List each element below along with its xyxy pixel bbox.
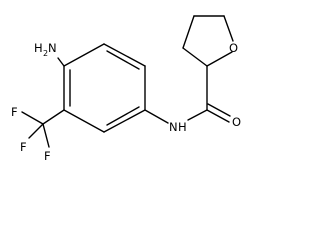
amine-subscript: 2	[43, 49, 48, 58]
fluorine-3: F	[44, 149, 51, 163]
carbonyl-oxygen: O	[232, 115, 241, 129]
tetrahydrofuran-ring	[182, 15, 234, 67]
fluorine-1: F	[11, 105, 18, 119]
molecule-structure: H 2 N F F F N H O O	[11, 15, 241, 163]
amine-bond	[57, 57, 65, 67]
amine-label: H 2 N	[34, 41, 57, 58]
fluorine-2: F	[20, 140, 27, 154]
amide-h: H	[178, 120, 187, 134]
aryl-nh-bond	[144, 109, 169, 124]
nh-carbonyl-bond	[187, 109, 208, 121]
amide-nh-label: N H	[169, 120, 187, 134]
benzene-ring	[63, 43, 146, 133]
trifluoromethyl-group: F F F	[11, 105, 65, 163]
amine-n: N	[48, 41, 57, 55]
amine-h: H	[34, 41, 43, 55]
carbonyl-double-bond	[206, 103, 231, 123]
amide-n: N	[169, 120, 178, 134]
ring-oxygen: O	[229, 41, 238, 55]
